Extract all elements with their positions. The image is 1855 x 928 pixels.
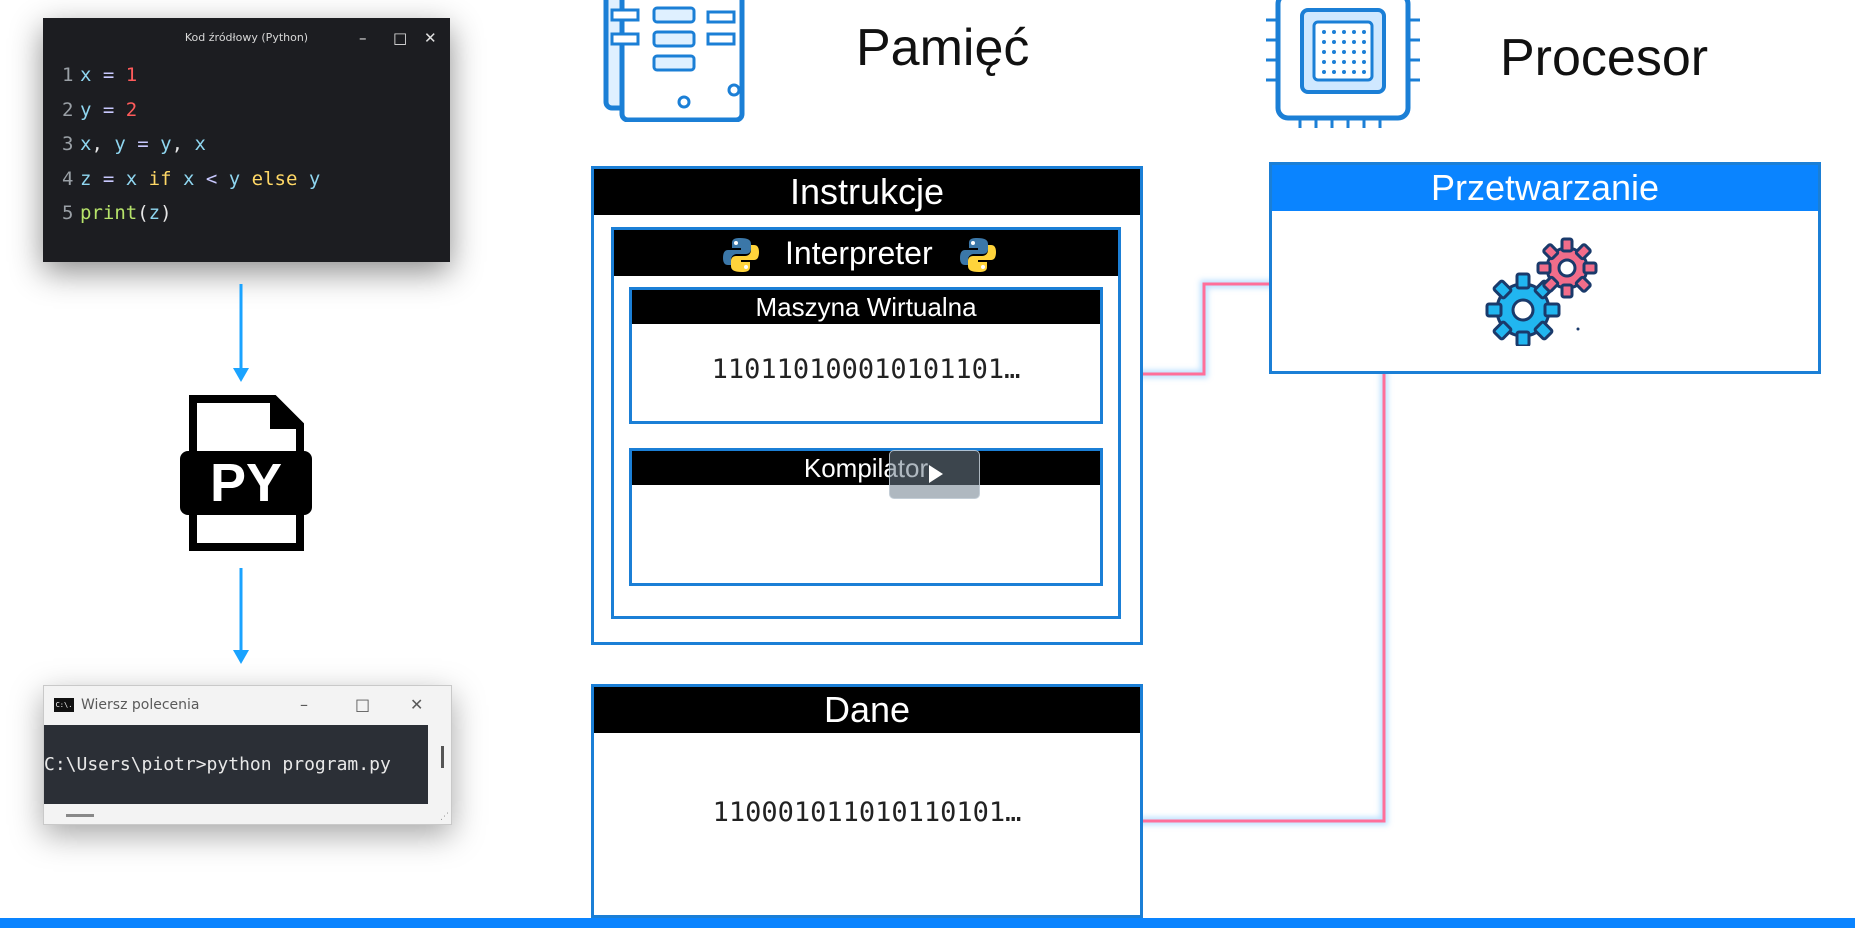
code-token: y	[228, 167, 252, 190]
code-window-titlebar: Kod źródłowy (Python) – □ ✕	[43, 18, 450, 58]
play-button[interactable]	[889, 450, 980, 499]
memory-label: Pamięć	[856, 19, 1030, 77]
code-token: print	[80, 202, 138, 224]
interpreter-header: Interpreter	[614, 230, 1118, 276]
code-token: x	[80, 133, 92, 155]
maximize-icon[interactable]: □	[393, 29, 408, 47]
minimize-icon[interactable]: –	[359, 29, 367, 47]
down-arrow-1	[233, 284, 249, 382]
cmd-icon: C:\.	[54, 698, 74, 712]
compiler-header: Kompilator	[632, 451, 1100, 485]
data-header: Dane	[594, 687, 1140, 733]
data-panel: Dane 110001011010110101…	[591, 684, 1143, 918]
code-token: x	[183, 167, 206, 190]
close-icon[interactable]: ✕	[410, 695, 424, 714]
cmd-hscrollbar[interactable]	[66, 814, 94, 817]
minimize-icon[interactable]: –	[300, 695, 308, 714]
line-number: 4	[62, 167, 74, 190]
code-token: y	[160, 133, 172, 155]
interpreter-label: Interpreter	[785, 235, 933, 271]
line-number: 2	[62, 98, 74, 121]
python-logo-icon	[722, 236, 760, 279]
instructions-header: Instrukcje	[594, 169, 1140, 215]
code-token: 1	[125, 64, 138, 86]
code-token: =	[102, 64, 126, 86]
code-token: )	[160, 202, 172, 224]
maximize-icon[interactable]: □	[355, 695, 371, 714]
cmd-command-text: C:\Users\piotr>python program.py	[44, 754, 391, 775]
down-arrow-2	[233, 568, 249, 664]
py-file-label: PY	[209, 453, 283, 513]
data-bits: 110001011010110101…	[712, 797, 1022, 828]
cmd-titlebar: C:\. Wiersz polecenia – □ ✕	[44, 686, 451, 724]
close-icon[interactable]: ✕	[424, 29, 437, 47]
line-number: 1	[62, 64, 74, 86]
code-token: y	[308, 167, 321, 190]
code-token: z	[80, 167, 103, 190]
python-file-icon: PY	[178, 395, 314, 551]
line-number: 5	[62, 202, 74, 224]
gears-icon	[1483, 234, 1603, 348]
bottom-accent-bar	[0, 918, 1855, 928]
cmd-console[interactable]: C:\Users\piotr>python program.py	[44, 725, 428, 804]
code-token: =	[102, 98, 126, 121]
code-token: x	[80, 64, 103, 86]
code-token: 2	[125, 98, 138, 121]
code-token: x	[125, 167, 149, 190]
code-line: 5 print(z)	[62, 202, 450, 237]
line-number: 3	[62, 133, 74, 155]
vm-bits: 110110100010101101…	[711, 354, 1021, 385]
code-token: x	[194, 133, 206, 155]
code-token: ,	[171, 133, 195, 155]
processor-label: Procesor	[1500, 29, 1709, 87]
processing-header: Przetwarzanie	[1272, 165, 1818, 211]
code-token: <	[205, 167, 229, 190]
code-token: else	[251, 167, 309, 190]
memory-server-icon	[592, 0, 764, 123]
cmd-scrollbar[interactable]	[441, 746, 444, 768]
cpu-chip-icon	[1266, 0, 1422, 128]
virtual-machine-panel: Maszyna Wirtualna 110110100010101101…	[629, 287, 1103, 424]
code-token: (	[137, 202, 149, 224]
play-icon	[929, 465, 943, 483]
vm-header: Maszyna Wirtualna	[632, 290, 1100, 324]
resize-grip-icon[interactable]: ⋰	[440, 812, 449, 822]
code-token: y	[114, 133, 138, 155]
code-token: y	[80, 98, 103, 121]
code-token: ,	[91, 133, 115, 155]
code-token: =	[102, 167, 126, 190]
code-token: =	[137, 133, 161, 155]
cmd-title: Wiersz polecenia	[81, 697, 200, 713]
python-logo-icon	[959, 236, 997, 279]
code-token: if	[148, 167, 183, 190]
compiler-panel: Kompilator	[629, 448, 1103, 586]
code-window-title: Kod źródłowy (Python)	[184, 31, 309, 44]
code-token: z	[148, 202, 161, 224]
command-prompt-window: C:\. Wiersz polecenia – □ ✕ C:\Users\pio…	[43, 685, 452, 825]
